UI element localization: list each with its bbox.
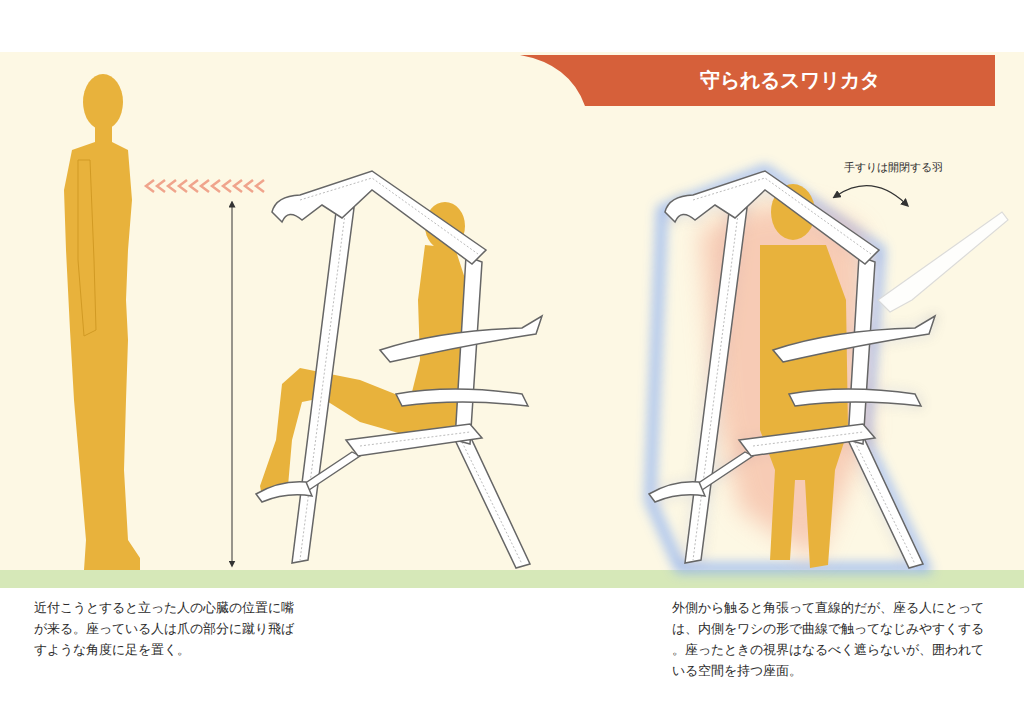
dimension-line <box>232 204 233 564</box>
description-text: 外側から触ると角張って直線的だが、座る人にとっては、内側をワシの形で曲線で触って… <box>672 597 988 681</box>
rotation-arrow <box>836 186 906 204</box>
title: 守られるスワリカタ <box>700 67 880 94</box>
title-banner <box>520 55 995 106</box>
open-armrest-wing <box>878 212 1008 312</box>
chair-frame <box>649 171 935 568</box>
chair-frame <box>256 171 542 568</box>
chair-glow <box>649 170 935 568</box>
standing-person <box>64 74 140 570</box>
approach-chevrons <box>146 180 264 192</box>
description-text: 近付こうとすると立った人の心臓の位置に嘴が来る。座っている人は爪の部分に蹴り飛ば… <box>34 597 300 660</box>
annotation: 手すりは開閉する羽 <box>844 161 943 175</box>
background-panel <box>0 52 1024 570</box>
